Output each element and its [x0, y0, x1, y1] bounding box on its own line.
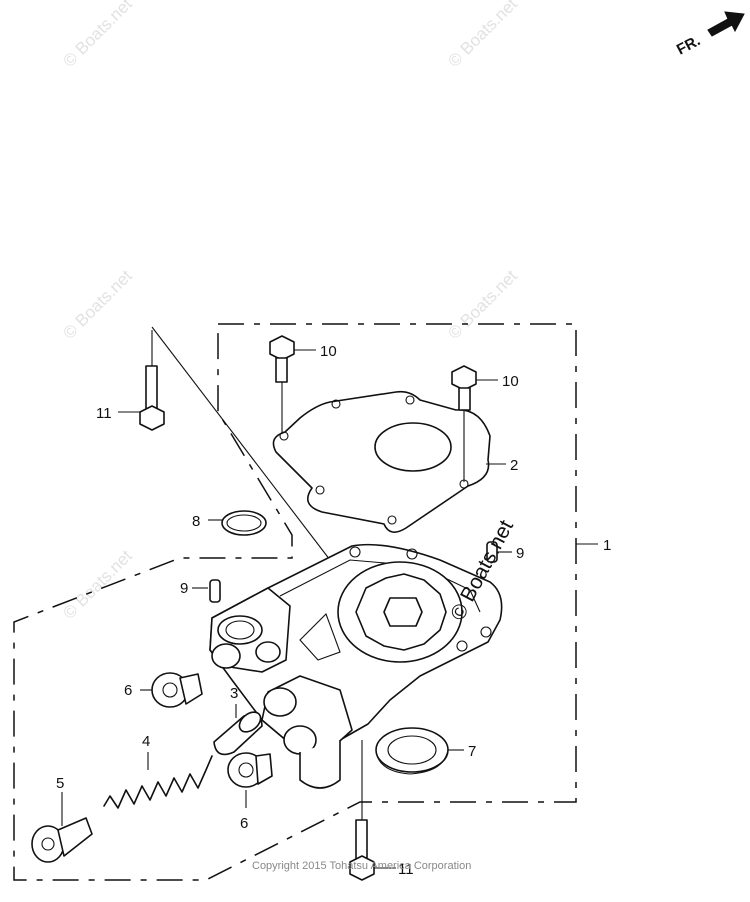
callout-9-left: 9	[180, 580, 188, 597]
callout-8: 8	[192, 513, 200, 530]
watermark: © Boats.net	[444, 266, 521, 343]
leader-lines	[61, 349, 598, 869]
callout-10-left: 10	[320, 343, 337, 360]
callout-11-bottom: 11	[398, 861, 414, 878]
callout-7: 7	[468, 743, 476, 760]
callout-1: 1	[603, 537, 611, 554]
callout-11-left: 11	[96, 405, 112, 422]
plug-upper	[151, 672, 203, 708]
bolt-upper-left	[269, 335, 295, 434]
callout-10-right: 10	[502, 373, 519, 390]
callout-9-right: 9	[516, 545, 524, 562]
dowel-pin-left	[209, 579, 221, 603]
direction-label: FR.	[674, 32, 703, 58]
watermark: © Boats.net	[444, 0, 521, 71]
plug-bolt	[31, 817, 93, 863]
plug-lower	[227, 752, 273, 788]
callout-6-upper: 6	[124, 682, 132, 699]
long-bolt-bottom	[349, 740, 375, 881]
copyright-text: Copyright 2015 Tohatsu America Corporati…	[252, 860, 471, 872]
callouts: 1 2 3 4 5 6 6 7 8 9 9 10 10 11 11	[56, 343, 611, 878]
watermarks: © Boats.net © Boats.net © Boats.net © Bo…	[59, 0, 521, 623]
long-bolt-left	[139, 330, 165, 431]
callout-5: 5	[56, 775, 64, 792]
oil-seal	[375, 727, 449, 775]
pump-housing	[209, 543, 503, 789]
front-direction-indicator: FR.	[674, 11, 745, 59]
relief-valve-spring	[103, 755, 213, 809]
relief-valve-plunger	[213, 711, 263, 756]
o-ring	[221, 510, 267, 536]
watermark: © Boats.net	[59, 546, 136, 623]
bolt-upper-right	[451, 365, 477, 482]
callout-3: 3	[230, 685, 238, 702]
callout-4: 4	[142, 733, 150, 750]
gasket	[272, 390, 491, 533]
callout-2: 2	[510, 457, 518, 474]
watermark: © Boats.net	[59, 0, 136, 71]
callout-6-lower: 6	[240, 815, 248, 832]
watermark: © Boats.net	[59, 266, 136, 343]
direction-arrow-icon	[707, 11, 745, 37]
assembly-boundary	[13, 323, 577, 881]
